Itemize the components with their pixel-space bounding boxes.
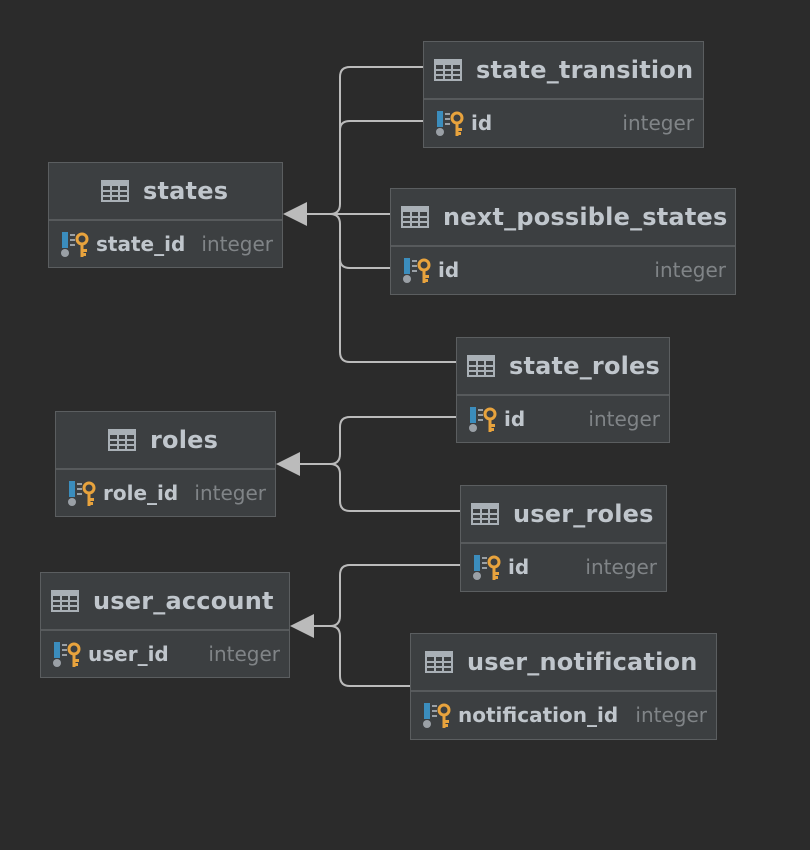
table-header[interactable]: state_transition [424, 42, 703, 100]
column-row[interactable]: state_id integer [49, 221, 282, 267]
table-title: state_roles [509, 352, 661, 380]
column-name: state_id [96, 232, 186, 256]
column-name: id [471, 111, 493, 135]
column-type: integer [194, 481, 266, 505]
table-user-roles[interactable]: user_roles id integer [460, 485, 667, 592]
table-title: states [143, 177, 229, 205]
table-title: next_possible_states [443, 203, 728, 231]
column-type: integer [588, 407, 660, 431]
column-row[interactable]: notification_id integer [411, 692, 716, 738]
column-name: role_id [103, 481, 179, 505]
table-title: user_notification [467, 648, 698, 676]
table-icon [401, 206, 429, 228]
table-header[interactable]: next_possible_states [391, 189, 735, 247]
table-header[interactable]: user_account [41, 573, 289, 631]
table-title: user_account [93, 587, 274, 615]
column-row[interactable]: id integer [461, 544, 666, 590]
table-header[interactable]: roles [56, 412, 275, 470]
table-icon [101, 180, 129, 202]
primary-key-icon [473, 555, 501, 580]
table-icon [467, 355, 495, 377]
column-name: id [508, 555, 530, 579]
connector-user-roles-to-user-account[interactable] [310, 564, 460, 627]
column-row[interactable]: user_id integer [41, 631, 289, 677]
table-icon [51, 590, 79, 612]
table-title: user_roles [513, 500, 654, 528]
column-type: integer [201, 232, 273, 256]
column-type: integer [585, 555, 657, 579]
connector-state-roles-to-states[interactable] [339, 260, 456, 363]
connector-user-roles-to-roles[interactable] [329, 463, 460, 512]
table-icon [434, 59, 462, 81]
arrowhead-roles [276, 452, 300, 476]
connector-next-possible-states-id-to-states[interactable] [329, 213, 391, 269]
table-states[interactable]: states state_id integer [48, 162, 283, 268]
table-header[interactable]: state_roles [457, 338, 669, 396]
arrowhead-states [283, 202, 307, 226]
primary-key-icon [423, 703, 451, 728]
table-icon [471, 503, 499, 525]
column-name: notification_id [458, 703, 619, 727]
table-icon [425, 651, 453, 673]
table-roles[interactable]: roles role_id integer [55, 411, 276, 517]
connector-user-notification-to-user-account[interactable] [329, 625, 410, 687]
table-icon [108, 429, 136, 451]
arrowhead-user-account [290, 614, 314, 638]
column-row[interactable]: role_id integer [56, 470, 275, 516]
column-row[interactable]: id integer [424, 100, 703, 146]
column-row[interactable]: id integer [457, 396, 669, 442]
table-next-possible-states[interactable]: next_possible_states id integer [390, 188, 736, 295]
table-state-roles[interactable]: state_roles id integer [456, 337, 670, 443]
primary-key-icon [436, 111, 464, 136]
primary-key-icon [61, 232, 89, 257]
table-state-transition[interactable]: state_transition id integer [423, 41, 704, 148]
column-type: integer [635, 703, 707, 727]
table-user-notification[interactable]: user_notification notification_id intege… [410, 633, 717, 740]
connector-state-roles-to-roles[interactable] [296, 416, 456, 465]
column-name: user_id [88, 642, 169, 666]
table-header[interactable]: user_roles [461, 486, 666, 544]
column-row[interactable]: id integer [391, 247, 735, 293]
table-title: state_transition [476, 56, 694, 84]
table-user-account[interactable]: user_account user_id integer [40, 572, 290, 678]
column-type: integer [654, 258, 726, 282]
table-header[interactable]: user_notification [411, 634, 716, 692]
table-header[interactable]: states [49, 163, 282, 221]
primary-key-icon [403, 258, 431, 283]
column-type: integer [208, 642, 280, 666]
primary-key-icon [469, 407, 497, 432]
column-name: id [504, 407, 526, 431]
table-title: roles [150, 426, 219, 454]
primary-key-icon [53, 642, 81, 667]
column-name: id [438, 258, 460, 282]
primary-key-icon [68, 481, 96, 506]
column-type: integer [622, 111, 694, 135]
connector-state-transition-id-to-states[interactable] [339, 120, 424, 131]
